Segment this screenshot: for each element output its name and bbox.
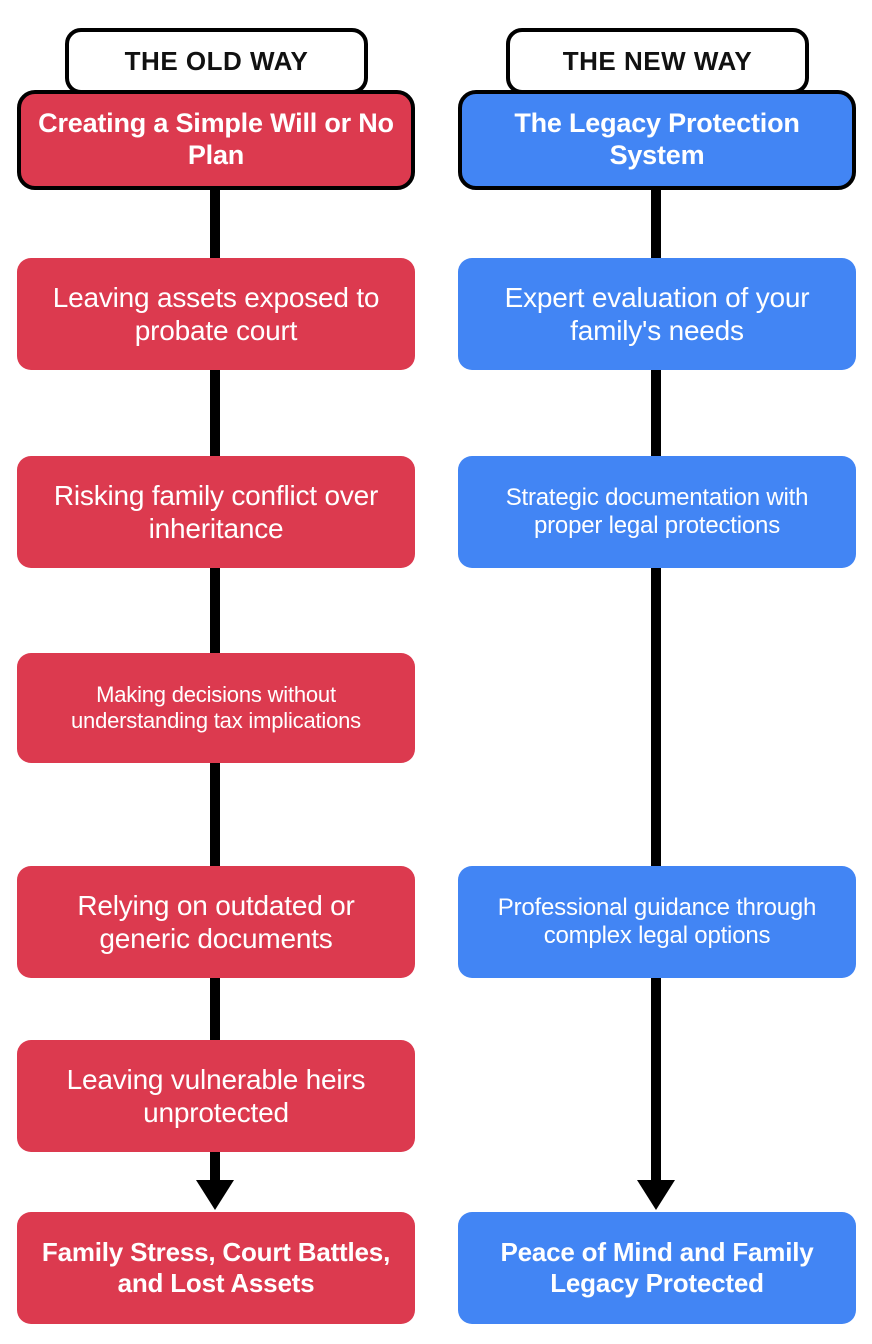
node-new-way-outcome: Peace of Mind and Family Legacy Protecte… <box>458 1212 856 1324</box>
node-old-way-step-1: Leaving assets exposed to probate court <box>17 258 415 370</box>
connector-right-3 <box>651 560 661 872</box>
node-old-way-outcome: Family Stress, Court Battles, and Lost A… <box>17 1212 415 1324</box>
node-new-way-outcome-label: Peace of Mind and Family Legacy Protecte… <box>500 1237 814 1298</box>
arrow-stem-left <box>210 1146 220 1188</box>
node-old-way-outcome-label: Family Stress, Court Battles, and Lost A… <box>41 1237 391 1298</box>
node-new-way-step-3: Professional guidance through complex le… <box>458 866 856 978</box>
node-old-way-step-1-label: Leaving assets exposed to probate court <box>52 281 380 346</box>
connector-left-5 <box>210 970 220 1048</box>
node-old-way-step-3-label: Making decisions without understanding t… <box>71 682 361 733</box>
node-old-way-start: Creating a Simple Will or No Plan <box>17 90 415 190</box>
node-new-way-step-2-label: Strategic documentation with proper lega… <box>505 483 809 539</box>
node-old-way-start-label: Creating a Simple Will or No Plan <box>38 108 394 170</box>
node-new-way-step-3-label: Professional guidance through complex le… <box>497 893 817 949</box>
node-old-way-step-2: Risking family conflict over inheritance <box>17 456 415 568</box>
connector-left-2 <box>210 362 220 462</box>
node-old-way-step-4-label: Relying on outdated or generic documents <box>77 889 355 954</box>
connector-right-2 <box>651 362 661 462</box>
node-new-way-step-2: Strategic documentation with proper lega… <box>458 456 856 568</box>
connector-right-1 <box>651 180 661 264</box>
column-header-new-way-label: THE NEW WAY <box>562 45 753 76</box>
node-old-way-step-5: Leaving vulnerable heirs unprotected <box>17 1040 415 1152</box>
connector-left-1 <box>210 180 220 264</box>
node-new-way-start-label: The Legacy Protection System <box>514 108 800 170</box>
node-new-way-step-1-label: Expert evaluation of your family's needs <box>504 281 810 346</box>
connector-left-3 <box>210 560 220 660</box>
arrow-stem-right <box>651 970 661 1188</box>
column-header-old-way-label: THE OLD WAY <box>124 45 309 76</box>
node-new-way-step-1: Expert evaluation of your family's needs <box>458 258 856 370</box>
arrow-head-right <box>637 1180 675 1210</box>
node-old-way-step-5-label: Leaving vulnerable heirs unprotected <box>66 1063 366 1128</box>
node-new-way-start: The Legacy Protection System <box>458 90 856 190</box>
column-header-old-way: THE OLD WAY <box>65 28 368 94</box>
node-old-way-step-4: Relying on outdated or generic documents <box>17 866 415 978</box>
node-old-way-step-3: Making decisions without understanding t… <box>17 653 415 763</box>
arrow-head-left <box>196 1180 234 1210</box>
node-old-way-step-2-label: Risking family conflict over inheritance <box>53 479 379 544</box>
connector-left-4 <box>210 756 220 872</box>
column-header-new-way: THE NEW WAY <box>506 28 809 94</box>
